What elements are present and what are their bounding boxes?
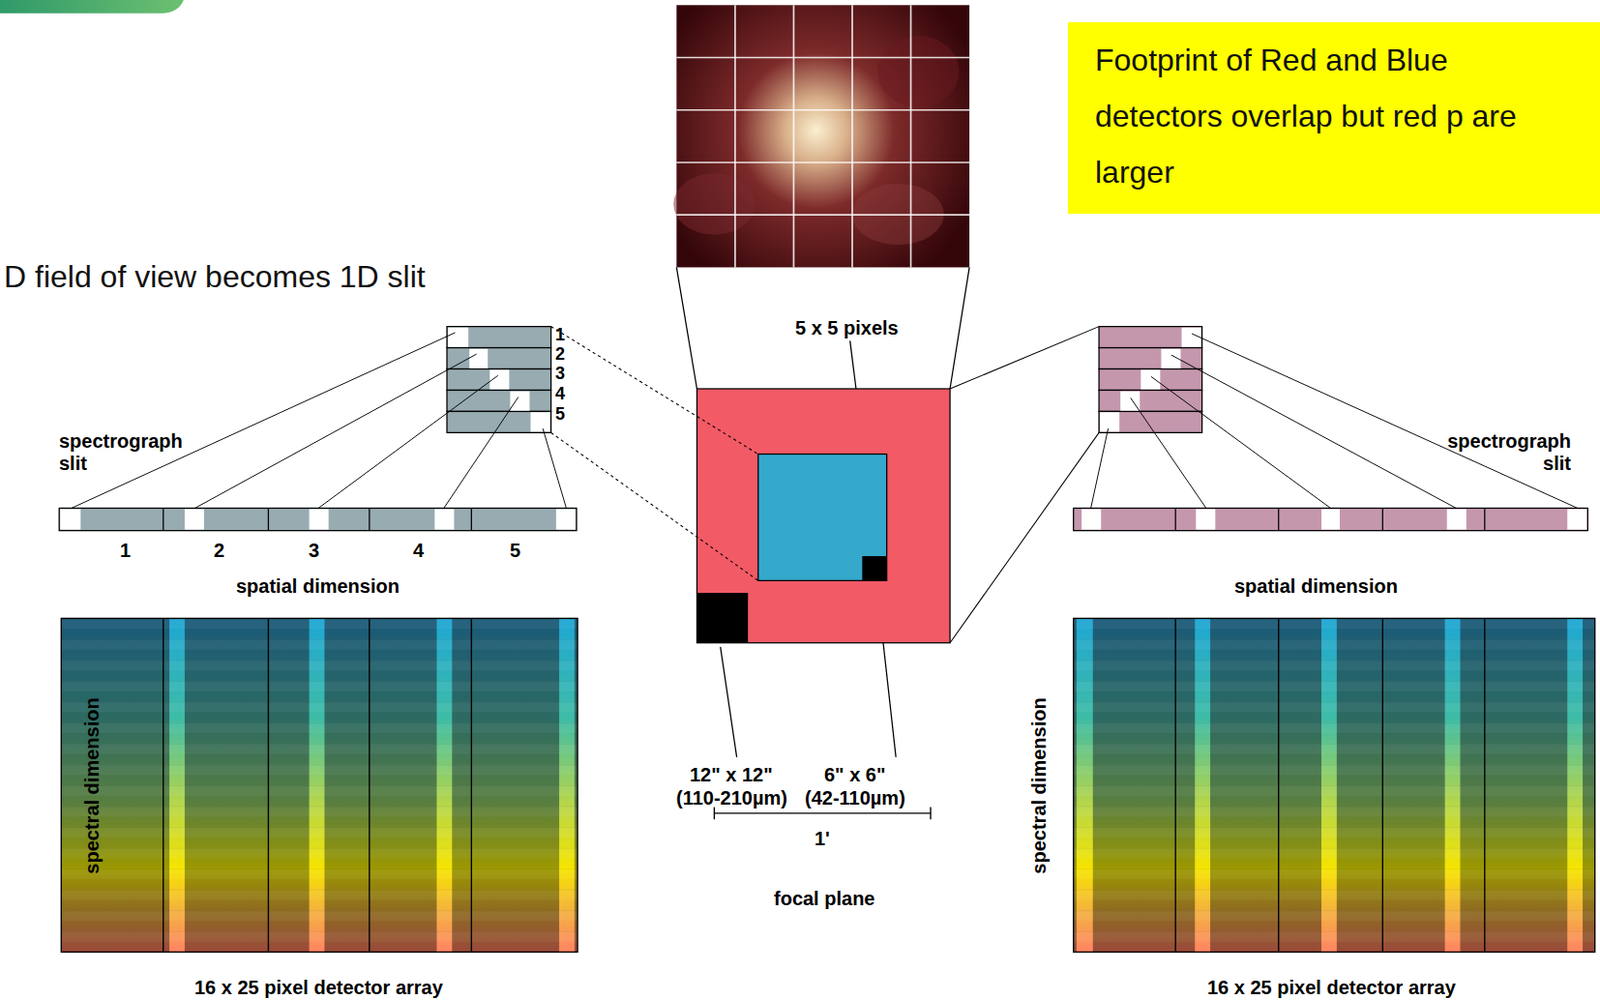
focal-plane — [696, 388, 950, 644]
red-spectrograph-slit — [1073, 507, 1589, 531]
blue-spectrograph-slit — [59, 507, 577, 531]
part-label: 16 x 25 pixel detector array — [194, 977, 444, 1000]
callout-number: 1 — [555, 325, 565, 346]
note-text: Footprint of Red and Blue detectors over… — [1095, 31, 1552, 201]
red-slicer-stack — [1098, 326, 1203, 434]
red-detector-array — [1073, 618, 1596, 952]
dimension-label: (42-110µm) — [804, 787, 906, 810]
callout-number: 3 — [308, 539, 320, 563]
callout-number: 1 — [119, 539, 131, 563]
dimension-label: 6" x 6" — [824, 764, 886, 787]
blue-detector-array — [60, 618, 578, 952]
callout-number: 3 — [555, 363, 565, 385]
axis-label: spectral dimension — [81, 697, 104, 874]
callout-number: 4 — [555, 384, 565, 405]
axis-label: spatial dimension — [1234, 575, 1398, 598]
callout-number: 5 — [509, 539, 521, 563]
scale-label: 1' — [814, 828, 830, 851]
callout-number: 4 — [413, 539, 424, 563]
callout-number: 2 — [555, 344, 565, 365]
callout-number: 5 — [555, 404, 565, 425]
callout-number: 2 — [213, 539, 225, 563]
part-label: spectrograph slit — [1440, 430, 1571, 475]
part-label: focal plane — [773, 888, 875, 911]
note-box: Footprint of Red and Blue detectors over… — [1067, 22, 1600, 214]
note-label: D field of view becomes 1D slit — [3, 259, 426, 296]
dimension-label: 12" x 12" — [689, 764, 773, 787]
image-label: 5 x 5 pixels — [795, 317, 899, 340]
axis-label: spatial dimension — [236, 575, 400, 598]
sky-thumbnail — [673, 4, 970, 267]
part-label: spectrograph slit — [59, 430, 190, 475]
dimension-label: (110-210µm) — [676, 787, 788, 810]
part-label: 16 x 25 pixel detector array — [1207, 977, 1456, 1000]
blue-slicer-stack — [446, 326, 552, 434]
axis-label: spectral dimension — [1028, 697, 1051, 874]
